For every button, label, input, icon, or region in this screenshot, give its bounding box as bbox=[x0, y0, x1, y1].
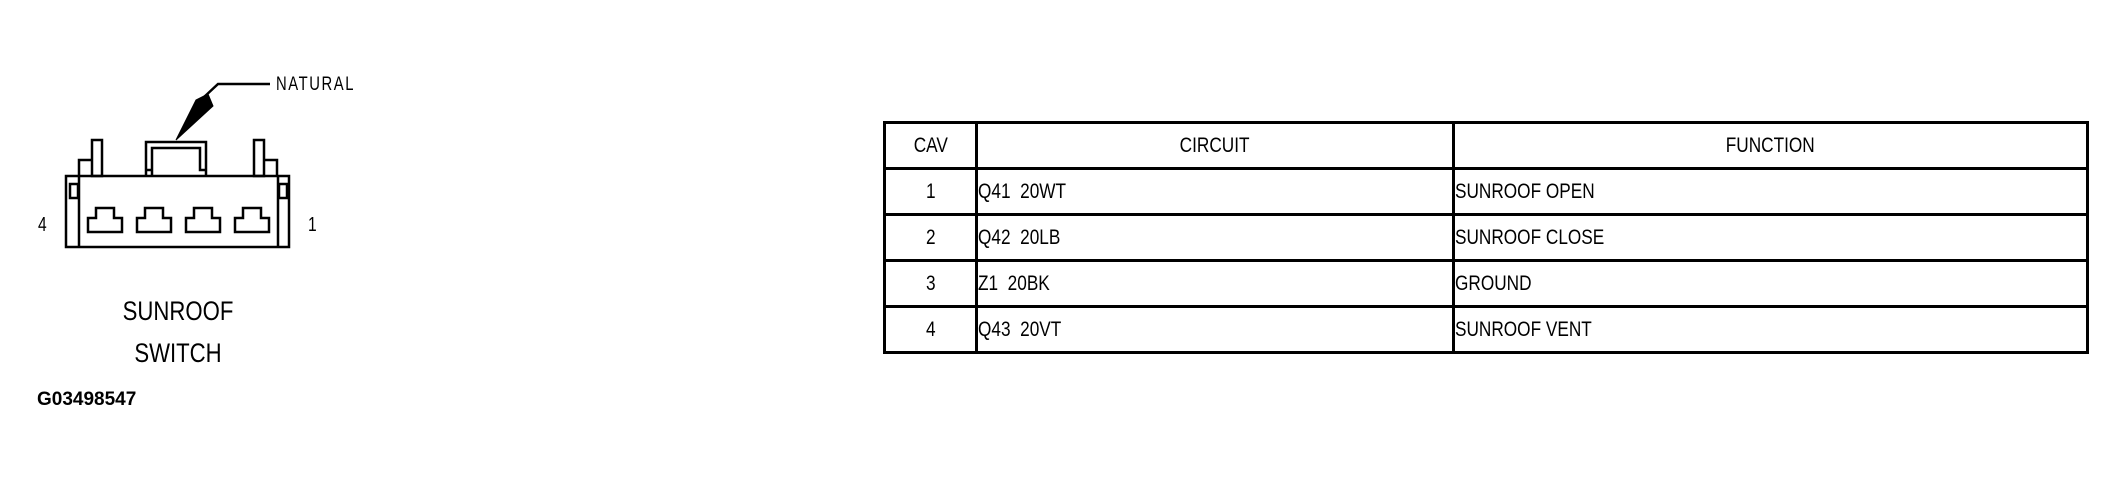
table-row: 1 Q41 20WT SUNROOF OPEN bbox=[883, 167, 2089, 216]
header-cav: CAV bbox=[883, 121, 978, 170]
connector-title-line2: SWITCH bbox=[134, 338, 222, 368]
callout-arrow-icon bbox=[175, 82, 270, 141]
left-mount-post bbox=[77, 138, 104, 178]
table-header-row: CAV CIRCUIT FUNCTION bbox=[883, 121, 2089, 170]
right-mount-post bbox=[252, 138, 279, 178]
callout-natural-label: NATURAL bbox=[276, 74, 355, 95]
connector-body bbox=[64, 174, 291, 249]
table-row: 3 Z1 20BK GROUND bbox=[883, 259, 2089, 308]
pin-1-label: 1 bbox=[308, 214, 317, 236]
cell-function: SUNROOF VENT bbox=[1452, 305, 2089, 354]
table-row: 2 Q42 20LB SUNROOF CLOSE bbox=[883, 213, 2089, 262]
connector-face-diagram bbox=[64, 82, 291, 249]
cell-circuit: Z1 20BK bbox=[975, 259, 1455, 308]
cell-function: GROUND bbox=[1452, 259, 2089, 308]
cell-circuit: Q42 20LB bbox=[975, 213, 1455, 262]
header-circuit: CIRCUIT bbox=[975, 121, 1455, 170]
connector-title-line1: SUNROOF bbox=[122, 296, 234, 326]
pinout-table: CAV CIRCUIT FUNCTION 1 Q41 20WT SUNROOF … bbox=[883, 121, 2089, 354]
figure-id: G03498547 bbox=[37, 389, 137, 410]
cell-cav: 2 bbox=[883, 213, 978, 262]
pin-4-label: 4 bbox=[38, 214, 47, 236]
cell-circuit: Q41 20WT bbox=[975, 167, 1455, 216]
header-function: FUNCTION bbox=[1452, 121, 2089, 170]
cell-cav: 3 bbox=[883, 259, 978, 308]
cell-function: SUNROOF CLOSE bbox=[1452, 213, 2089, 262]
connector-latch bbox=[144, 140, 208, 176]
cell-function: SUNROOF OPEN bbox=[1452, 167, 2089, 216]
table-row: 4 Q43 20VT SUNROOF VENT bbox=[883, 305, 2089, 354]
cell-circuit: Q43 20VT bbox=[975, 305, 1455, 354]
cell-cav: 1 bbox=[883, 167, 978, 216]
cavity-icons bbox=[86, 206, 271, 234]
connector-title: SUNROOF SWITCH bbox=[108, 290, 248, 374]
cell-cav: 4 bbox=[883, 305, 978, 354]
